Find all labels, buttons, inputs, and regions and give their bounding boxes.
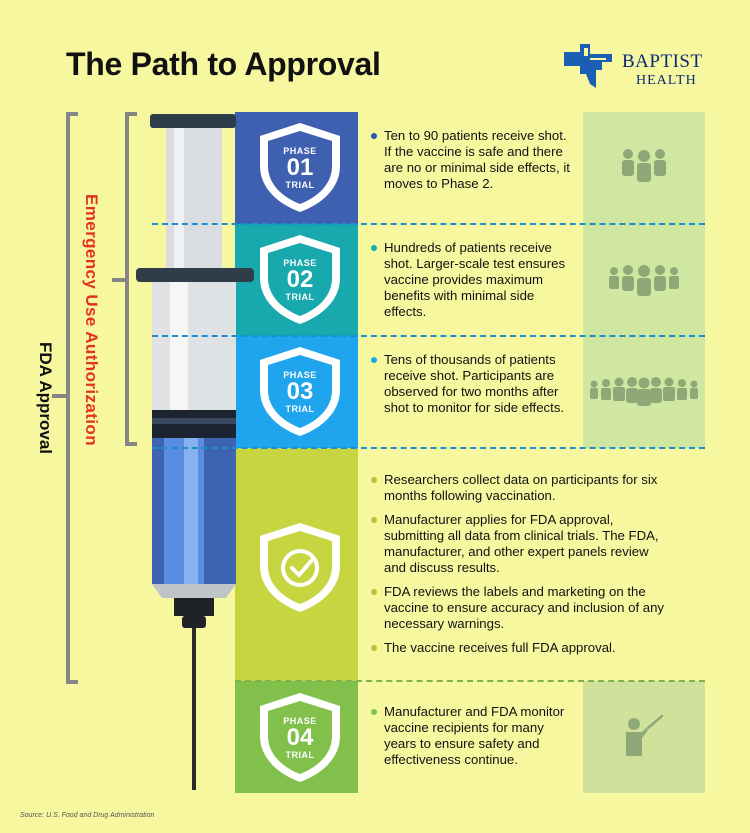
- phase-1-bullet: Ten to 90 patients receive shot. If the …: [370, 128, 575, 192]
- group-5-people-icon: [609, 265, 679, 296]
- approval-bullet-1: Researchers collect data on participants…: [370, 472, 670, 504]
- group-9-people-icon: [590, 377, 698, 406]
- logo-line1: BAPTIST: [622, 51, 703, 72]
- phase-3-number: 03: [286, 378, 314, 405]
- phase-4-icon-panel: [583, 681, 705, 793]
- phase-3-shield: PHASE 03 TRIAL: [250, 344, 350, 440]
- phase-3-bottom-word: TRIAL: [285, 404, 315, 414]
- phase-1-shield: PHASE 01 TRIAL: [250, 120, 350, 216]
- approval-shield: [250, 520, 350, 616]
- phase-2-bullet: Hundreds of patients receive shot. Large…: [370, 240, 580, 320]
- fda-bracket-tick: [52, 394, 66, 398]
- phase-3-top-word: PHASE: [283, 370, 317, 380]
- approval-bullets: Researchers collect data on participants…: [370, 472, 670, 664]
- approval-bullet-4: The vaccine receives full FDA approval.: [370, 640, 670, 656]
- phase-3-bullets: Tens of thousands of patients receive sh…: [370, 352, 580, 424]
- phase-4-bottom-word: TRIAL: [285, 750, 315, 760]
- phase-2-number: 02: [286, 266, 314, 293]
- phase-text-area-top: [358, 112, 583, 448]
- fda-approval-bracket: [66, 112, 78, 684]
- page-title: The Path to Approval: [66, 46, 381, 82]
- phase-3-bullet: Tens of thousands of patients receive sh…: [370, 352, 580, 416]
- phase-2-bullets: Hundreds of patients receive shot. Large…: [370, 240, 580, 328]
- separator-3: [152, 447, 705, 449]
- source-note: Source: U.S. Food and Drug Administratio…: [20, 812, 155, 819]
- florida-cross-logo-icon: [564, 44, 612, 88]
- group-3-people-icon: [622, 149, 666, 182]
- emergency-use-authorization-label: Emergency Use Authorization: [82, 194, 101, 446]
- phase-2-bottom-word: TRIAL: [285, 292, 315, 302]
- fda-approval-label: FDA Approval: [36, 341, 55, 455]
- separator-2: [152, 335, 705, 337]
- phase-2-shield: PHASE 02 TRIAL: [250, 232, 350, 328]
- phase-2-top-word: PHASE: [283, 258, 317, 268]
- separator-4: [235, 680, 705, 682]
- phase-1-number: 01: [286, 154, 314, 181]
- phase-4-bullet: Manufacturer and FDA monitor vaccine rec…: [370, 704, 575, 768]
- approval-text-area: [358, 448, 705, 681]
- checkmark-icon: [260, 523, 340, 612]
- phase-4-shield: PHASE 04 TRIAL: [250, 690, 350, 786]
- phase-4-top-word: PHASE: [283, 716, 317, 726]
- phase-4-text-area: [358, 681, 583, 793]
- phase-1-bullets: Ten to 90 patients receive shot. If the …: [370, 128, 575, 200]
- separator-1: [152, 223, 705, 225]
- phase-1-bottom-word: TRIAL: [285, 180, 315, 190]
- eua-bracket-tick: [112, 278, 125, 282]
- phase-4-bullets: Manufacturer and FDA monitor vaccine rec…: [370, 704, 575, 776]
- logo-line2: HEALTH: [636, 73, 697, 88]
- baptist-health-logo: BAPTIST HEALTH: [562, 38, 722, 94]
- presenter-icon: [626, 714, 664, 756]
- eua-bracket: [125, 112, 137, 446]
- approval-bullet-2: Manufacturer applies for FDA approval, s…: [370, 512, 670, 576]
- syringe-illustration: [136, 114, 254, 790]
- phase-1-top-word: PHASE: [283, 146, 317, 156]
- approval-bullet-3: FDA reviews the labels and marketing on …: [370, 584, 670, 632]
- phase-4-number: 04: [286, 724, 314, 751]
